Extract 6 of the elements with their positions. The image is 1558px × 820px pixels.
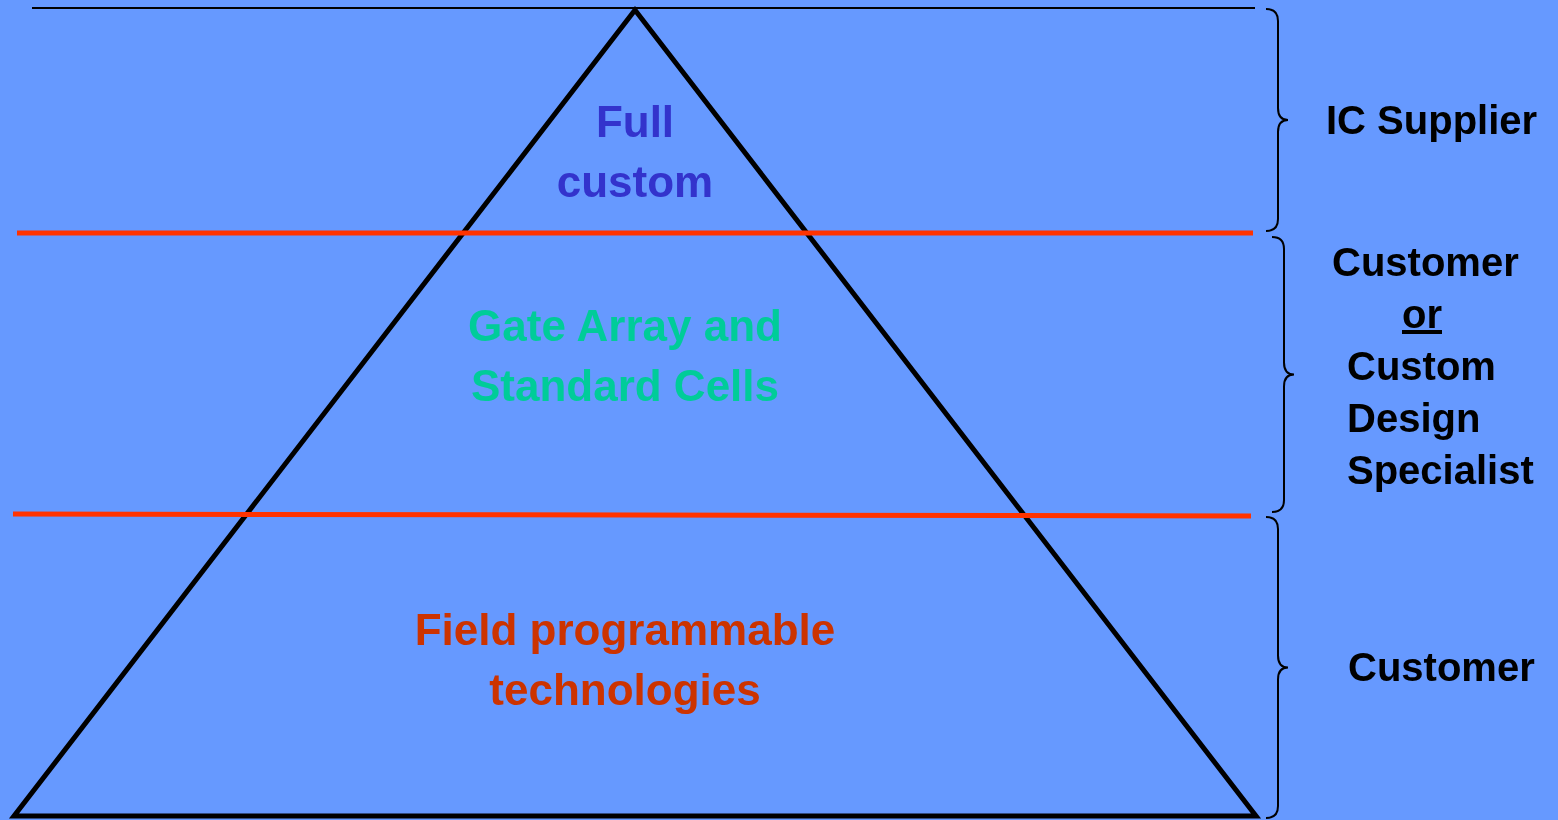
- tier-label: Full custom: [530, 92, 740, 212]
- role-label: Customer or Custom Design Specialist: [1332, 239, 1535, 494]
- tier-label: Gate Array and Standard Cells: [380, 296, 870, 416]
- tier-label: Field programmable technologies: [360, 600, 890, 720]
- role-label: IC Supplier: [1326, 97, 1539, 144]
- role-label: Customer: [1348, 644, 1536, 691]
